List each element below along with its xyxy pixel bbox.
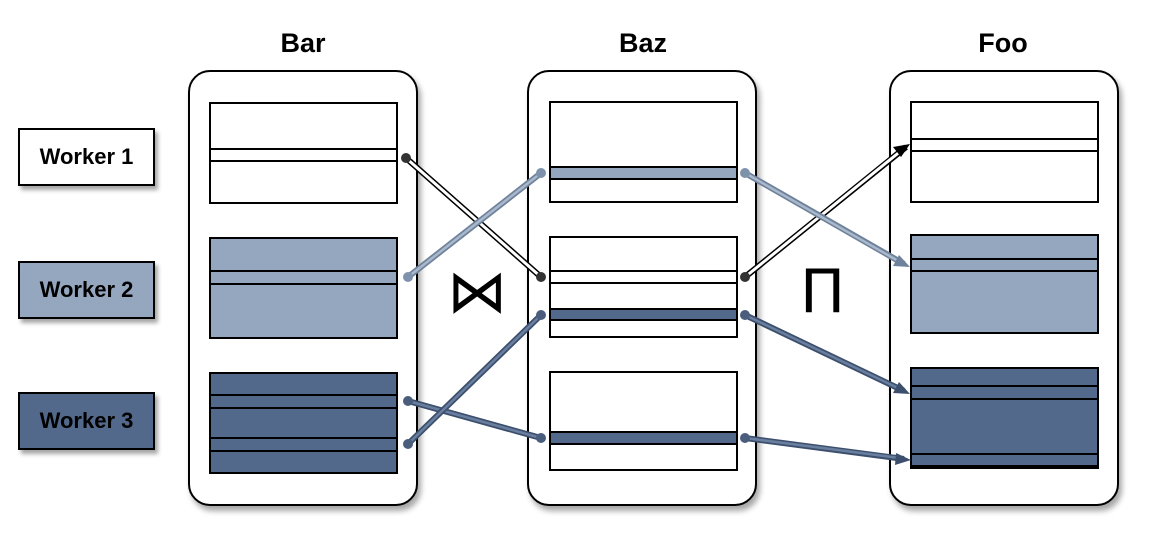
connector-dot bbox=[740, 168, 750, 178]
bar-row-3a bbox=[209, 394, 398, 409]
worker-2-box: Worker 2 bbox=[18, 261, 155, 319]
connector-dot bbox=[403, 396, 413, 406]
projection-arrows bbox=[740, 144, 911, 465]
foo-row-3a bbox=[910, 385, 1099, 400]
worker-1-label: Worker 1 bbox=[39, 144, 134, 169]
connector-dot bbox=[536, 168, 546, 178]
arrow-baz2-foo1-inner bbox=[744, 148, 903, 279]
arrow-baz1-foo2-inner bbox=[744, 171, 901, 264]
arrow-baz3-foo3b-inner bbox=[744, 436, 901, 460]
baz-row-1a bbox=[549, 166, 738, 180]
projection-operator-symbol: Π bbox=[800, 257, 846, 327]
foo-row-2a bbox=[910, 258, 1099, 272]
join-operator-symbol: ⋈ bbox=[447, 257, 507, 327]
arrowhead bbox=[895, 453, 911, 465]
foo-partition-2 bbox=[910, 234, 1099, 334]
connector-dot bbox=[536, 433, 546, 443]
worker-3-label: Worker 3 bbox=[39, 408, 134, 433]
connector-dot bbox=[536, 310, 546, 320]
table-title-baz: Baz bbox=[618, 28, 667, 58]
baz-partitions bbox=[549, 101, 738, 471]
connector-dot bbox=[740, 272, 750, 282]
arrowhead bbox=[893, 382, 910, 394]
connector-bar1-baz2-inner bbox=[405, 156, 542, 279]
arrow-baz2b-foo3-inner bbox=[744, 313, 901, 391]
bar-partition-3 bbox=[209, 372, 398, 474]
connector-bar3b-baz2b-inner bbox=[407, 314, 542, 445]
connector-dot bbox=[740, 310, 750, 320]
connector-dot bbox=[740, 433, 750, 443]
foo-row-3b bbox=[910, 453, 1099, 467]
join-connectors bbox=[401, 153, 546, 449]
bar-partition-2 bbox=[209, 237, 398, 339]
worker-2-label: Worker 2 bbox=[39, 277, 134, 302]
baz-row-2b bbox=[549, 308, 738, 321]
connector-dot bbox=[401, 153, 411, 163]
table-title-bar: Bar bbox=[280, 28, 326, 58]
arrowhead bbox=[893, 144, 910, 157]
connector-bar3a-baz3-inner bbox=[407, 399, 542, 440]
baz-row-3a bbox=[549, 431, 738, 445]
baz-partition-2 bbox=[549, 236, 738, 338]
foo-row-1a bbox=[910, 138, 1099, 152]
bar-row-1a bbox=[209, 148, 398, 162]
connector-bar2-baz1-inner bbox=[407, 172, 542, 278]
baz-partition-1 bbox=[549, 101, 738, 203]
baz-partition-3 bbox=[549, 371, 738, 471]
bar-partitions bbox=[209, 102, 398, 474]
baz-row-2a bbox=[549, 270, 738, 284]
arrowhead bbox=[893, 255, 910, 267]
worker-1-box: Worker 1 bbox=[18, 128, 155, 186]
worker-3-box: Worker 3 bbox=[18, 392, 155, 450]
bar-row-2a bbox=[209, 270, 398, 285]
connector-dot bbox=[536, 272, 546, 282]
connector-dot bbox=[403, 439, 413, 449]
connector-dot bbox=[403, 272, 413, 282]
foo-partition-3 bbox=[910, 367, 1099, 469]
foo-partitions bbox=[910, 101, 1099, 469]
bar-row-3b bbox=[209, 437, 398, 452]
table-title-foo: Foo bbox=[978, 28, 1028, 58]
